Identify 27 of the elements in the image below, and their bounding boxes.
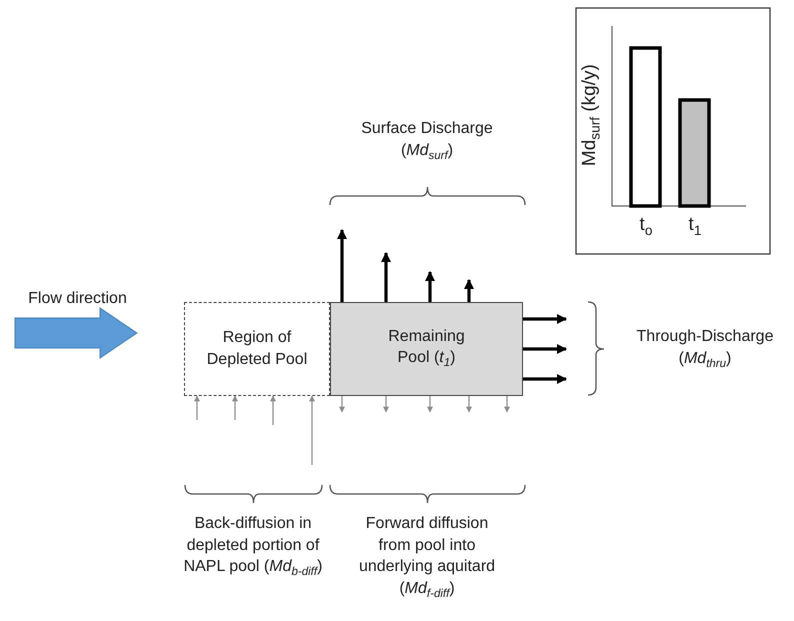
arrow (337, 229, 347, 302)
annotation-text: Surface Discharge (Md$_{surf}$) (360, 119, 494, 164)
arrow (523, 314, 567, 324)
annotation-text: Through-Discharge (Md$_{thru}$) (636, 327, 774, 372)
annotation-text: Forward diffusion from pool into underlying aquitard (Md$_{f-diff}$) (358, 514, 496, 602)
axis-tick-label: t$_{1}$ (688, 213, 702, 240)
arrow (381, 252, 391, 302)
annotation-text: Back-diffusion in depleted portion of NAPL pool (Md$_{b-diff}$) (182, 514, 324, 580)
arrow (309, 395, 315, 465)
arrow (194, 395, 200, 420)
arrow (383, 396, 389, 413)
arrow (270, 395, 276, 425)
arrow (523, 344, 567, 354)
arrow (523, 374, 567, 384)
axis-tick-label: t$_{o}$ (638, 213, 654, 240)
arrow (232, 395, 238, 420)
arrow (339, 396, 345, 413)
depleted-region-box (184, 302, 330, 396)
annotation-text: Flow direction (27, 289, 128, 309)
node-label: Region of Depleted Pool (206, 328, 308, 370)
arrow (464, 279, 474, 302)
arrow (504, 396, 510, 413)
arrow (466, 396, 472, 413)
pool-box (330, 302, 523, 396)
node-label: Remaining Pool (t$_{1}$) (387, 326, 466, 372)
arrow (427, 396, 433, 413)
arrow (425, 271, 435, 302)
